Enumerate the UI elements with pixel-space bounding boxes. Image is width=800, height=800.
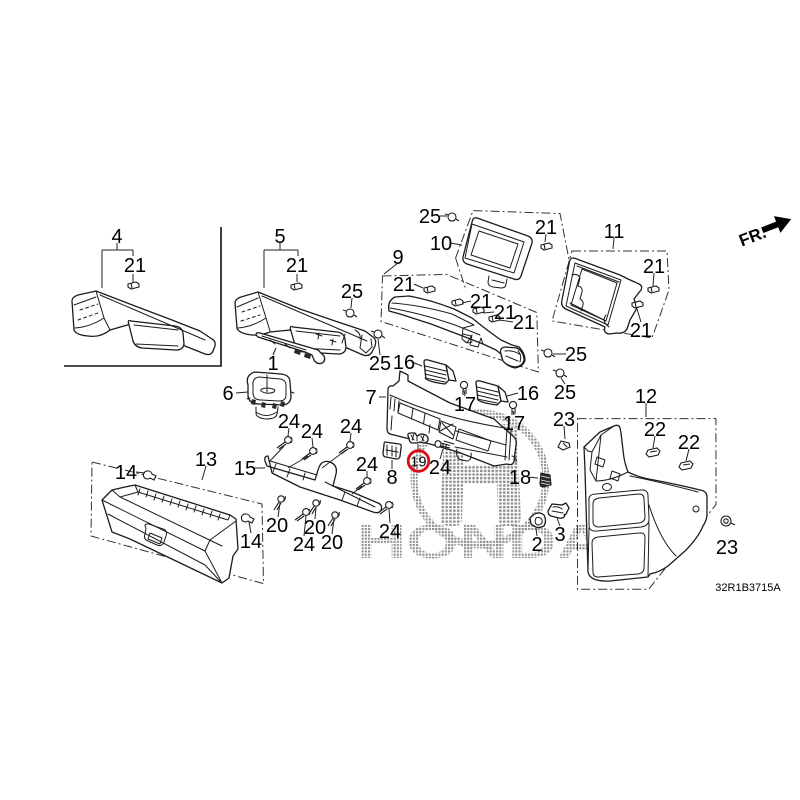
svg-text:1: 1 xyxy=(267,353,278,375)
svg-text:21: 21 xyxy=(286,255,308,277)
svg-text:32R1B3715A: 32R1B3715A xyxy=(715,582,781,594)
svg-text:20: 20 xyxy=(321,532,343,554)
svg-text:24: 24 xyxy=(301,421,323,443)
svg-text:17: 17 xyxy=(454,394,476,416)
svg-text:3: 3 xyxy=(554,524,565,546)
svg-text:25: 25 xyxy=(554,382,576,404)
svg-text:24: 24 xyxy=(379,521,401,543)
svg-text:15: 15 xyxy=(234,458,256,480)
svg-text:6: 6 xyxy=(222,383,233,405)
svg-text:21: 21 xyxy=(513,312,535,334)
svg-text:7: 7 xyxy=(365,387,376,409)
svg-text:HONDA: HONDA xyxy=(357,516,606,569)
svg-text:21: 21 xyxy=(535,217,557,239)
svg-text:21: 21 xyxy=(124,255,146,277)
svg-text:16: 16 xyxy=(517,383,539,405)
svg-text:24: 24 xyxy=(429,457,451,479)
svg-text:2: 2 xyxy=(531,534,542,556)
svg-text:25: 25 xyxy=(565,344,587,366)
svg-text:9: 9 xyxy=(392,247,403,269)
svg-text:24: 24 xyxy=(356,454,378,476)
svg-text:25: 25 xyxy=(341,281,363,303)
svg-text:20: 20 xyxy=(304,517,326,539)
svg-text:24: 24 xyxy=(293,534,315,556)
svg-text:22: 22 xyxy=(678,432,700,454)
svg-text:19: 19 xyxy=(410,455,426,471)
svg-text:5: 5 xyxy=(274,226,285,248)
svg-text:20: 20 xyxy=(266,515,288,537)
svg-text:21: 21 xyxy=(494,302,516,324)
svg-text:21: 21 xyxy=(393,274,415,296)
svg-text:14: 14 xyxy=(240,531,262,553)
svg-text:21: 21 xyxy=(630,320,652,342)
svg-text:25: 25 xyxy=(419,206,441,228)
svg-text:16: 16 xyxy=(393,352,415,374)
svg-text:8: 8 xyxy=(386,467,397,489)
svg-text:23: 23 xyxy=(553,409,575,431)
svg-text:24: 24 xyxy=(278,411,300,433)
svg-text:14: 14 xyxy=(115,462,137,484)
svg-text:4: 4 xyxy=(111,226,122,248)
svg-text:18: 18 xyxy=(509,467,531,489)
svg-text:25: 25 xyxy=(369,353,391,375)
svg-text:17: 17 xyxy=(503,413,525,435)
svg-text:21: 21 xyxy=(470,291,492,313)
svg-text:11: 11 xyxy=(604,221,625,243)
svg-text:10: 10 xyxy=(430,233,452,255)
svg-text:23: 23 xyxy=(716,537,738,559)
svg-text:24: 24 xyxy=(340,416,362,438)
svg-text:22: 22 xyxy=(644,419,666,441)
svg-text:12: 12 xyxy=(635,386,657,408)
svg-text:13: 13 xyxy=(195,449,217,471)
svg-text:21: 21 xyxy=(643,256,665,278)
